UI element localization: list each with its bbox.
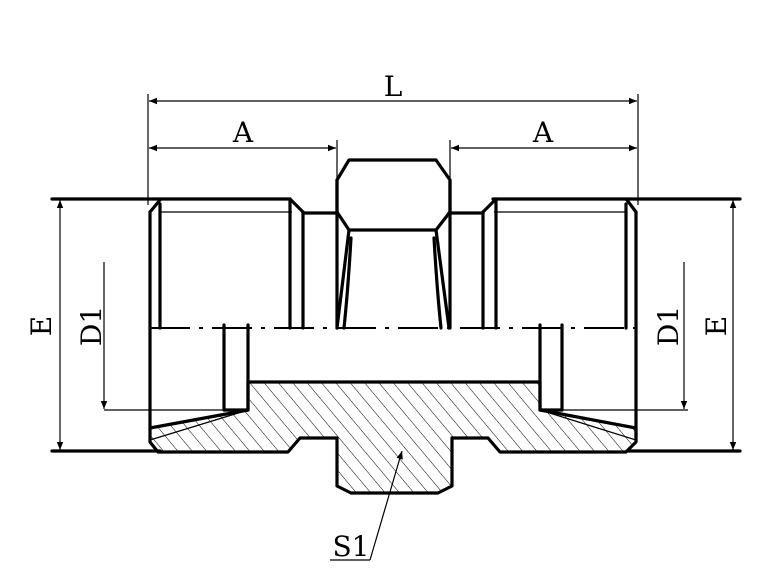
- label-D1-left: D1: [75, 306, 108, 346]
- section-inner-line-left: [149, 409, 249, 441]
- dimension-A-right: A: [449, 116, 637, 182]
- dimension-L: L: [147, 70, 639, 205]
- label-L: L: [384, 70, 403, 103]
- dimension-D1-left: D1: [75, 262, 224, 411]
- dimension-E-right: E: [700, 200, 737, 450]
- dimension-D1-right: D1: [562, 262, 688, 411]
- fitting-body: [50, 158, 742, 453]
- callout-S1: S1: [330, 450, 403, 563]
- dimension-E-left: E: [25, 200, 64, 450]
- dimension-A-left: A: [149, 116, 338, 182]
- label-E-left: E: [25, 316, 58, 336]
- label-S1: S1: [333, 530, 370, 563]
- label-E-right: E: [700, 316, 733, 336]
- label-D1-right: D1: [652, 306, 685, 346]
- label-A-right: A: [532, 116, 554, 149]
- label-A-left: A: [232, 116, 254, 149]
- section-inner-line-right: [539, 409, 637, 441]
